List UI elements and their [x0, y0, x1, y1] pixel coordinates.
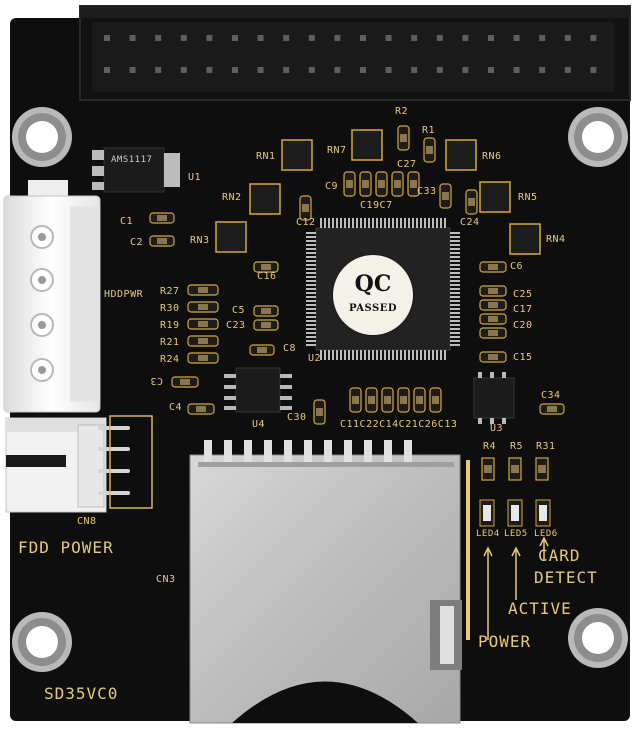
- u1-chip-marking: AMS1117: [111, 155, 153, 165]
- mount-hole-bottom-left: [12, 612, 72, 672]
- label-rn1: RN1: [256, 151, 276, 162]
- label-model: SD35VC0: [44, 684, 119, 703]
- label-c6: C6: [510, 261, 524, 272]
- label-rn4: RN4: [546, 234, 566, 245]
- label-c1: C1: [120, 216, 134, 227]
- label-c34: C34: [541, 390, 561, 401]
- label-led6: LED6: [534, 529, 558, 539]
- label-power: POWER: [478, 632, 532, 651]
- label-cn3: CN3: [156, 574, 176, 585]
- qc-sticker-title: QC: [354, 271, 392, 297]
- molex-power-connector: [3, 180, 101, 413]
- label-u1: U1: [188, 172, 202, 183]
- label-c17: C17: [513, 304, 533, 315]
- label-detect: DETECT: [534, 568, 598, 587]
- label-rn3: RN3: [190, 235, 210, 246]
- label-r5: R5: [510, 441, 524, 452]
- label-fdd-power: FDD POWER: [18, 538, 114, 557]
- label-r21: R21: [160, 337, 180, 348]
- u1-regulator: [92, 147, 180, 193]
- label-c24: C24: [460, 217, 480, 228]
- label-hddpwr: HDDPWR: [104, 289, 144, 300]
- u4-chip: [224, 367, 292, 413]
- label-u3: U3: [490, 423, 504, 434]
- label-r4: R4: [483, 441, 497, 452]
- label-c16: C16: [257, 271, 277, 282]
- smd-passives: [149, 125, 565, 481]
- qc-sticker-status: PASSED: [348, 303, 398, 314]
- led-indicator-lines: [466, 460, 549, 640]
- label-c4: C4: [169, 402, 183, 413]
- label-r19: R19: [160, 320, 180, 331]
- label-active: ACTIVE: [508, 599, 572, 618]
- label-c25: C25: [513, 289, 533, 300]
- label-r2: R2: [395, 106, 409, 117]
- label-c30: C30: [287, 412, 307, 423]
- status-leds: [479, 499, 551, 527]
- fdd-power-connector: [5, 415, 153, 513]
- label-led4: LED4: [476, 529, 500, 539]
- label-led5: LED5: [504, 529, 528, 539]
- ide-connector: [79, 5, 631, 101]
- label-rn7: RN7: [327, 145, 347, 156]
- label-r31: R31: [536, 441, 556, 452]
- qc-passed-sticker: QC PASSED: [333, 255, 413, 335]
- label-rn5: RN5: [518, 192, 538, 203]
- label-rn2: RN2: [222, 192, 242, 203]
- label-c27: C27: [397, 159, 417, 170]
- label-c15: C15: [513, 352, 533, 363]
- sd-card-socket: [189, 440, 462, 724]
- label-c20: C20: [513, 320, 533, 331]
- label-r30: R30: [160, 303, 180, 314]
- label-cn8: CN8: [77, 516, 97, 527]
- label-rn6: RN6: [482, 151, 502, 162]
- label-c9: C9: [325, 181, 339, 192]
- label-r1: R1: [422, 125, 436, 136]
- label-c33: C33: [417, 186, 437, 197]
- label-c8: C8: [283, 343, 297, 354]
- resistor-networks: [215, 129, 541, 255]
- mount-hole-top-left: [12, 107, 72, 167]
- label-c19c7: C19C7: [360, 200, 393, 211]
- label-c3: C3: [150, 375, 164, 386]
- label-card: CARD: [538, 546, 581, 565]
- u3-chip: [473, 372, 515, 424]
- label-u4: U4: [252, 419, 266, 430]
- label-u2: U2: [308, 353, 322, 364]
- label-bottom-caps: C11C22C14C21C26C13: [340, 419, 458, 430]
- label-c12: C12: [296, 217, 316, 228]
- mount-hole-bottom-right: [568, 608, 628, 668]
- label-r27: R27: [160, 286, 180, 297]
- label-c23: C23: [226, 320, 246, 331]
- label-c2: C2: [130, 237, 144, 248]
- mount-hole-top-right: [568, 107, 628, 167]
- label-r24: R24: [160, 354, 180, 365]
- label-c5: C5: [232, 305, 246, 316]
